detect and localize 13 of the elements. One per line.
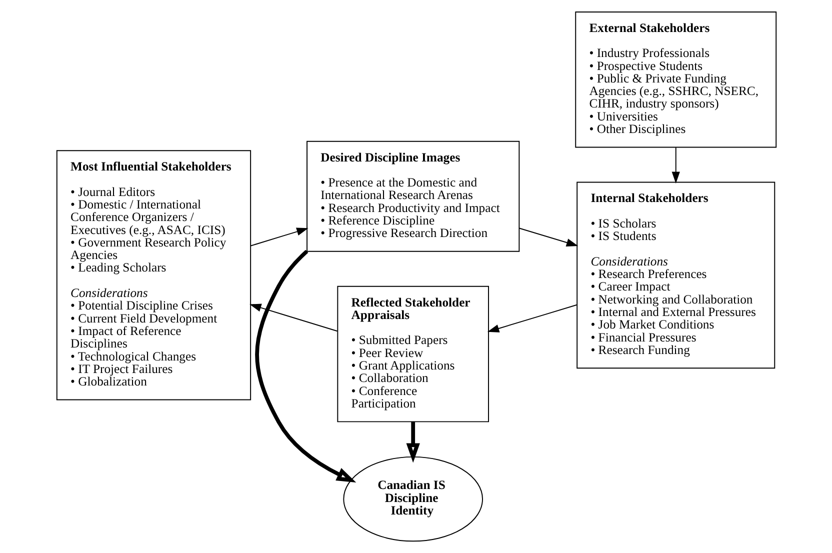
node-box: Reflected Stakeholder Appraisals • Submitted Papers • Peer Review • Grant Applications • Collaboration • Conference Participation	[336, 286, 488, 422]
node-box: Desired Discipline Images • Presence at the Domestic and International Research Arenas • Research Productivity and Impact • Reference Discipline • Progressive Research Direction	[306, 140, 520, 252]
arrow	[249, 304, 338, 332]
node-box: Most Influential Stakeholders • Journal Editors • Domestic / International Conference Organizers / Executives (e.g., ASAC, ICIS) • Government Research Policy Agencies • Leading Scholars Considerations • Potential Discipline Crises • Current Field Development • Impact of Reference Disciplines • Technological Changes • IT Project Failures • Globalization	[56, 150, 251, 400]
node-box: Internal Stakeholders • IS Scholars • IS Students Considerations • Research Preferences • Career Impact • Networking and Collaboration • Internal and External Pressures • Job Market Conditions • Financial Pressures • Research Funding	[576, 182, 775, 369]
arrow	[518, 228, 578, 247]
arrow	[254, 250, 356, 482]
arrow	[250, 228, 308, 246]
arrow	[671, 147, 680, 184]
node-ellipse: Canadian IS Discipline Identity	[342, 456, 483, 542]
node-box: External Stakeholders • Industry Professionals • Prospective Students • Public & Private Funding Agencies (e.g., SSHRC, NSERC, CIHR, industry sponsors) • Universities • Other Disciplines	[574, 11, 776, 148]
arrow	[486, 304, 577, 332]
arrow	[406, 422, 420, 463]
